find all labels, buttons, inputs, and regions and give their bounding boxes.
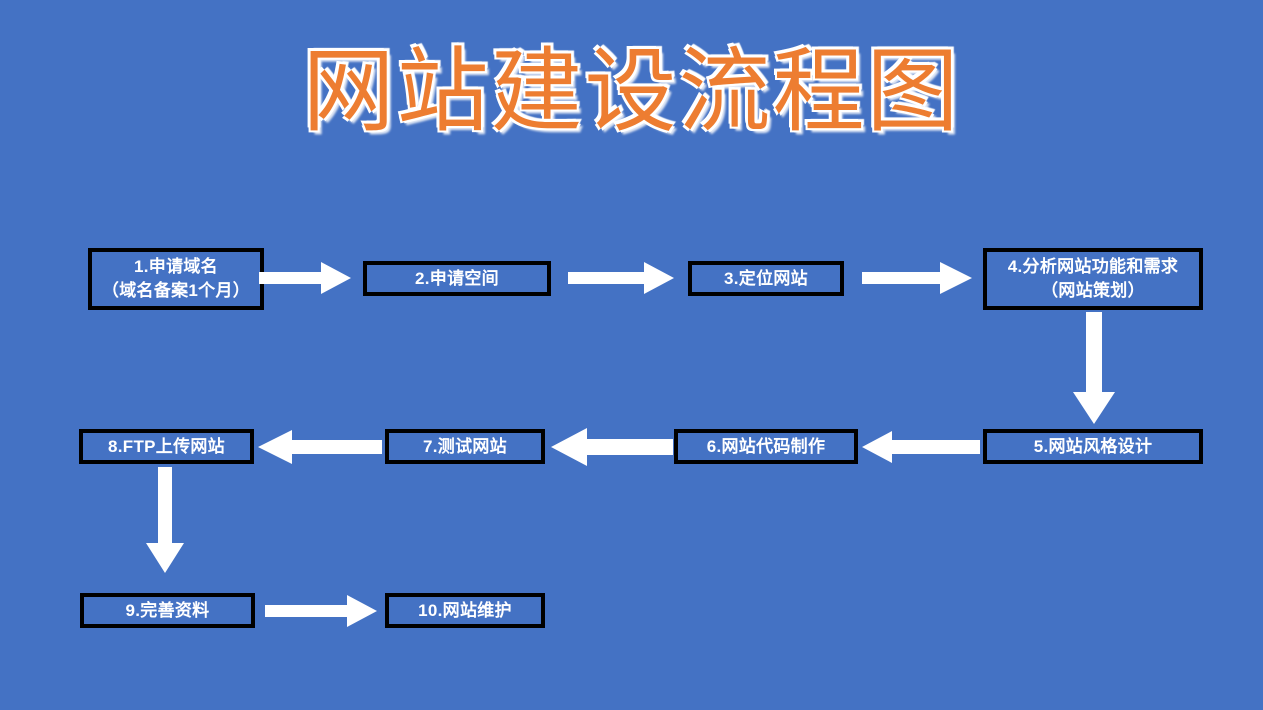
- flow-node-step-8-line1: 8.FTP上传网站: [108, 436, 225, 456]
- flow-node-step-5-line1: 5.网站风格设计: [1033, 436, 1153, 456]
- flow-node-step-4-line2: （网站策划）: [1041, 281, 1145, 300]
- arrow-4-to-5: [1073, 312, 1115, 424]
- flow-node-step-10[interactable]: 10.网站维护: [385, 593, 545, 628]
- flow-node-step-7-line1: 7.测试网站: [423, 436, 507, 456]
- arrow-2-to-3: [568, 262, 674, 294]
- page-title: 网站建设流程图: [302, 38, 961, 145]
- flow-node-step-2-text: 2.申请空间: [367, 267, 547, 291]
- flow-node-step-3[interactable]: 3.定位网站: [688, 261, 844, 296]
- flow-node-step-2-line1: 2.申请空间: [415, 268, 499, 288]
- arrow-5-to-6: [862, 431, 980, 463]
- arrow-3-to-4: [862, 262, 972, 294]
- flow-node-step-3-line1: 3.定位网站: [724, 268, 808, 288]
- flow-node-step-4-text: 4.分析网站功能和需求 （网站策划）: [987, 255, 1199, 303]
- flow-node-step-8-text: 8.FTP上传网站: [83, 435, 250, 459]
- flow-node-step-6-text: 6.网站代码制作: [678, 435, 854, 459]
- flow-node-step-6-line1: 6.网站代码制作: [706, 436, 826, 456]
- flow-node-step-7[interactable]: 7.测试网站: [385, 429, 545, 464]
- flow-node-step-9-line1: 9.完善资料: [125, 600, 210, 620]
- flow-node-step-6[interactable]: 6.网站代码制作: [674, 429, 858, 464]
- flow-node-step-1[interactable]: 1.申请域名 （域名备案1个月）: [88, 248, 264, 310]
- flow-node-step-9-text: 9.完善资料: [84, 599, 251, 623]
- arrow-1-to-2: [259, 262, 351, 294]
- flow-node-step-10-text: 10.网站维护: [389, 599, 541, 623]
- arrow-8-to-9: [146, 467, 184, 573]
- flow-node-step-9[interactable]: 9.完善资料: [80, 593, 255, 628]
- flow-node-step-8[interactable]: 8.FTP上传网站: [79, 429, 254, 464]
- flow-node-step-1-line1: 1.申请域名: [134, 257, 218, 276]
- flow-node-step-10-line1: 10.网站维护: [418, 600, 512, 620]
- flow-node-step-1-text: 1.申请域名 （域名备案1个月）: [92, 255, 260, 303]
- arrow-7-to-8: [258, 430, 382, 464]
- flow-node-step-4-line1: 4.分析网站功能和需求: [1007, 257, 1179, 276]
- flow-node-step-1-line2: （域名备案1个月）: [101, 281, 251, 300]
- flow-node-step-3-text: 3.定位网站: [692, 267, 840, 291]
- flow-node-step-5[interactable]: 5.网站风格设计: [983, 429, 1203, 464]
- flow-node-step-4[interactable]: 4.分析网站功能和需求 （网站策划）: [983, 248, 1203, 310]
- arrow-9-to-10: [265, 595, 377, 627]
- flow-node-step-7-text: 7.测试网站: [389, 435, 541, 459]
- arrow-6-to-7: [551, 428, 673, 466]
- flow-node-step-2[interactable]: 2.申请空间: [363, 261, 551, 296]
- flow-node-step-5-text: 5.网站风格设计: [987, 435, 1199, 459]
